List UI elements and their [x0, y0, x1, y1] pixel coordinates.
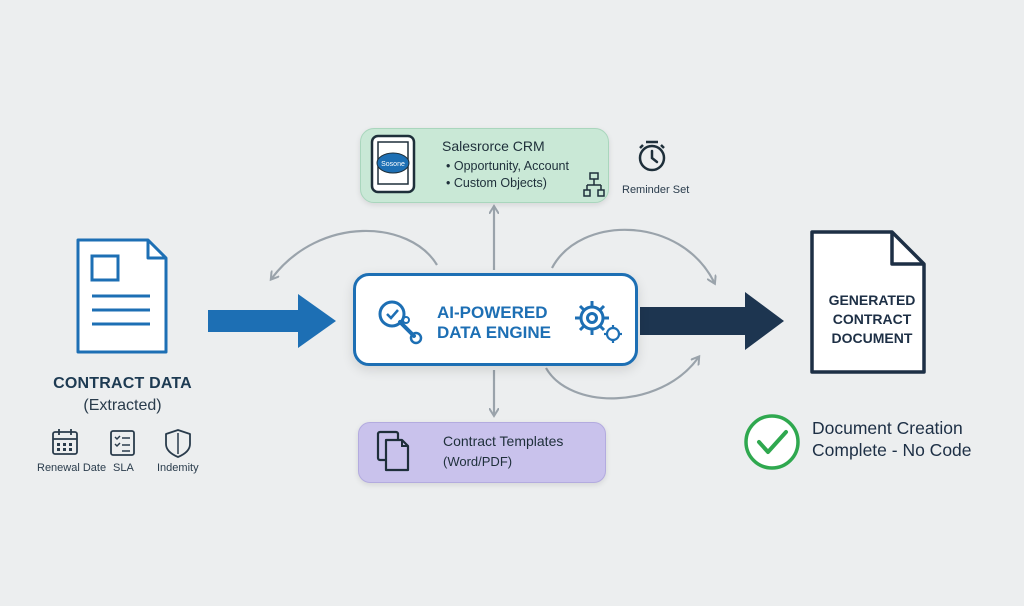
generated-line-2: CONTRACT — [832, 311, 912, 327]
input-arrow — [208, 294, 336, 348]
crm-title: Salesrorce CRM — [442, 138, 545, 154]
output-arrow — [640, 292, 784, 350]
loop-arrow-left — [272, 229, 438, 278]
crm-bullet-2: • Custom Objects) — [446, 176, 547, 190]
check-circle-icon — [744, 414, 800, 470]
data-engine-box — [353, 273, 638, 366]
templates-subtitle: (Word/PDF) — [443, 454, 513, 469]
status-line-1: Document Creation — [812, 418, 963, 438]
contract-data-title: CONTRACT DATA — [53, 375, 192, 392]
reminder-label: Reminder Set — [622, 184, 690, 196]
generated-document-icon — [810, 230, 926, 374]
crm-bullet-1: • Opportunity, Account — [446, 159, 569, 173]
tablet-icon: Sosone — [370, 134, 416, 194]
documents-stack-icon — [376, 430, 410, 472]
gears-icon — [575, 301, 622, 343]
shield-icon — [165, 429, 191, 458]
tablet-screen-text: Sosone — [381, 161, 405, 168]
generated-line-3: DOCUMENT — [831, 330, 913, 346]
contract-document-icon — [76, 238, 168, 354]
hierarchy-icon — [583, 172, 605, 197]
engine-title-line-1: AI-POWERED — [437, 303, 548, 322]
templates-title: Contract Templates — [443, 433, 564, 449]
loop-arrow-top-right — [551, 228, 714, 282]
alarm-clock-icon — [638, 140, 666, 172]
field-label-indemnity: Indemity — [157, 462, 199, 474]
status-line-2: Complete - No Code — [812, 440, 972, 460]
generated-line-1: GENERATED — [828, 292, 916, 308]
calendar-icon — [52, 429, 78, 455]
engine-title-line-2: DATA ENGINE — [437, 323, 551, 342]
checklist-icon — [110, 430, 135, 456]
ai-wrench-icon — [378, 300, 423, 345]
contract-data-subtitle: (Extracted) — [83, 397, 162, 414]
field-label-renewal-date: Renewal Date — [37, 462, 107, 474]
field-label-sla: SLA — [113, 462, 134, 474]
loop-arrow-bottom-right — [545, 358, 698, 400]
